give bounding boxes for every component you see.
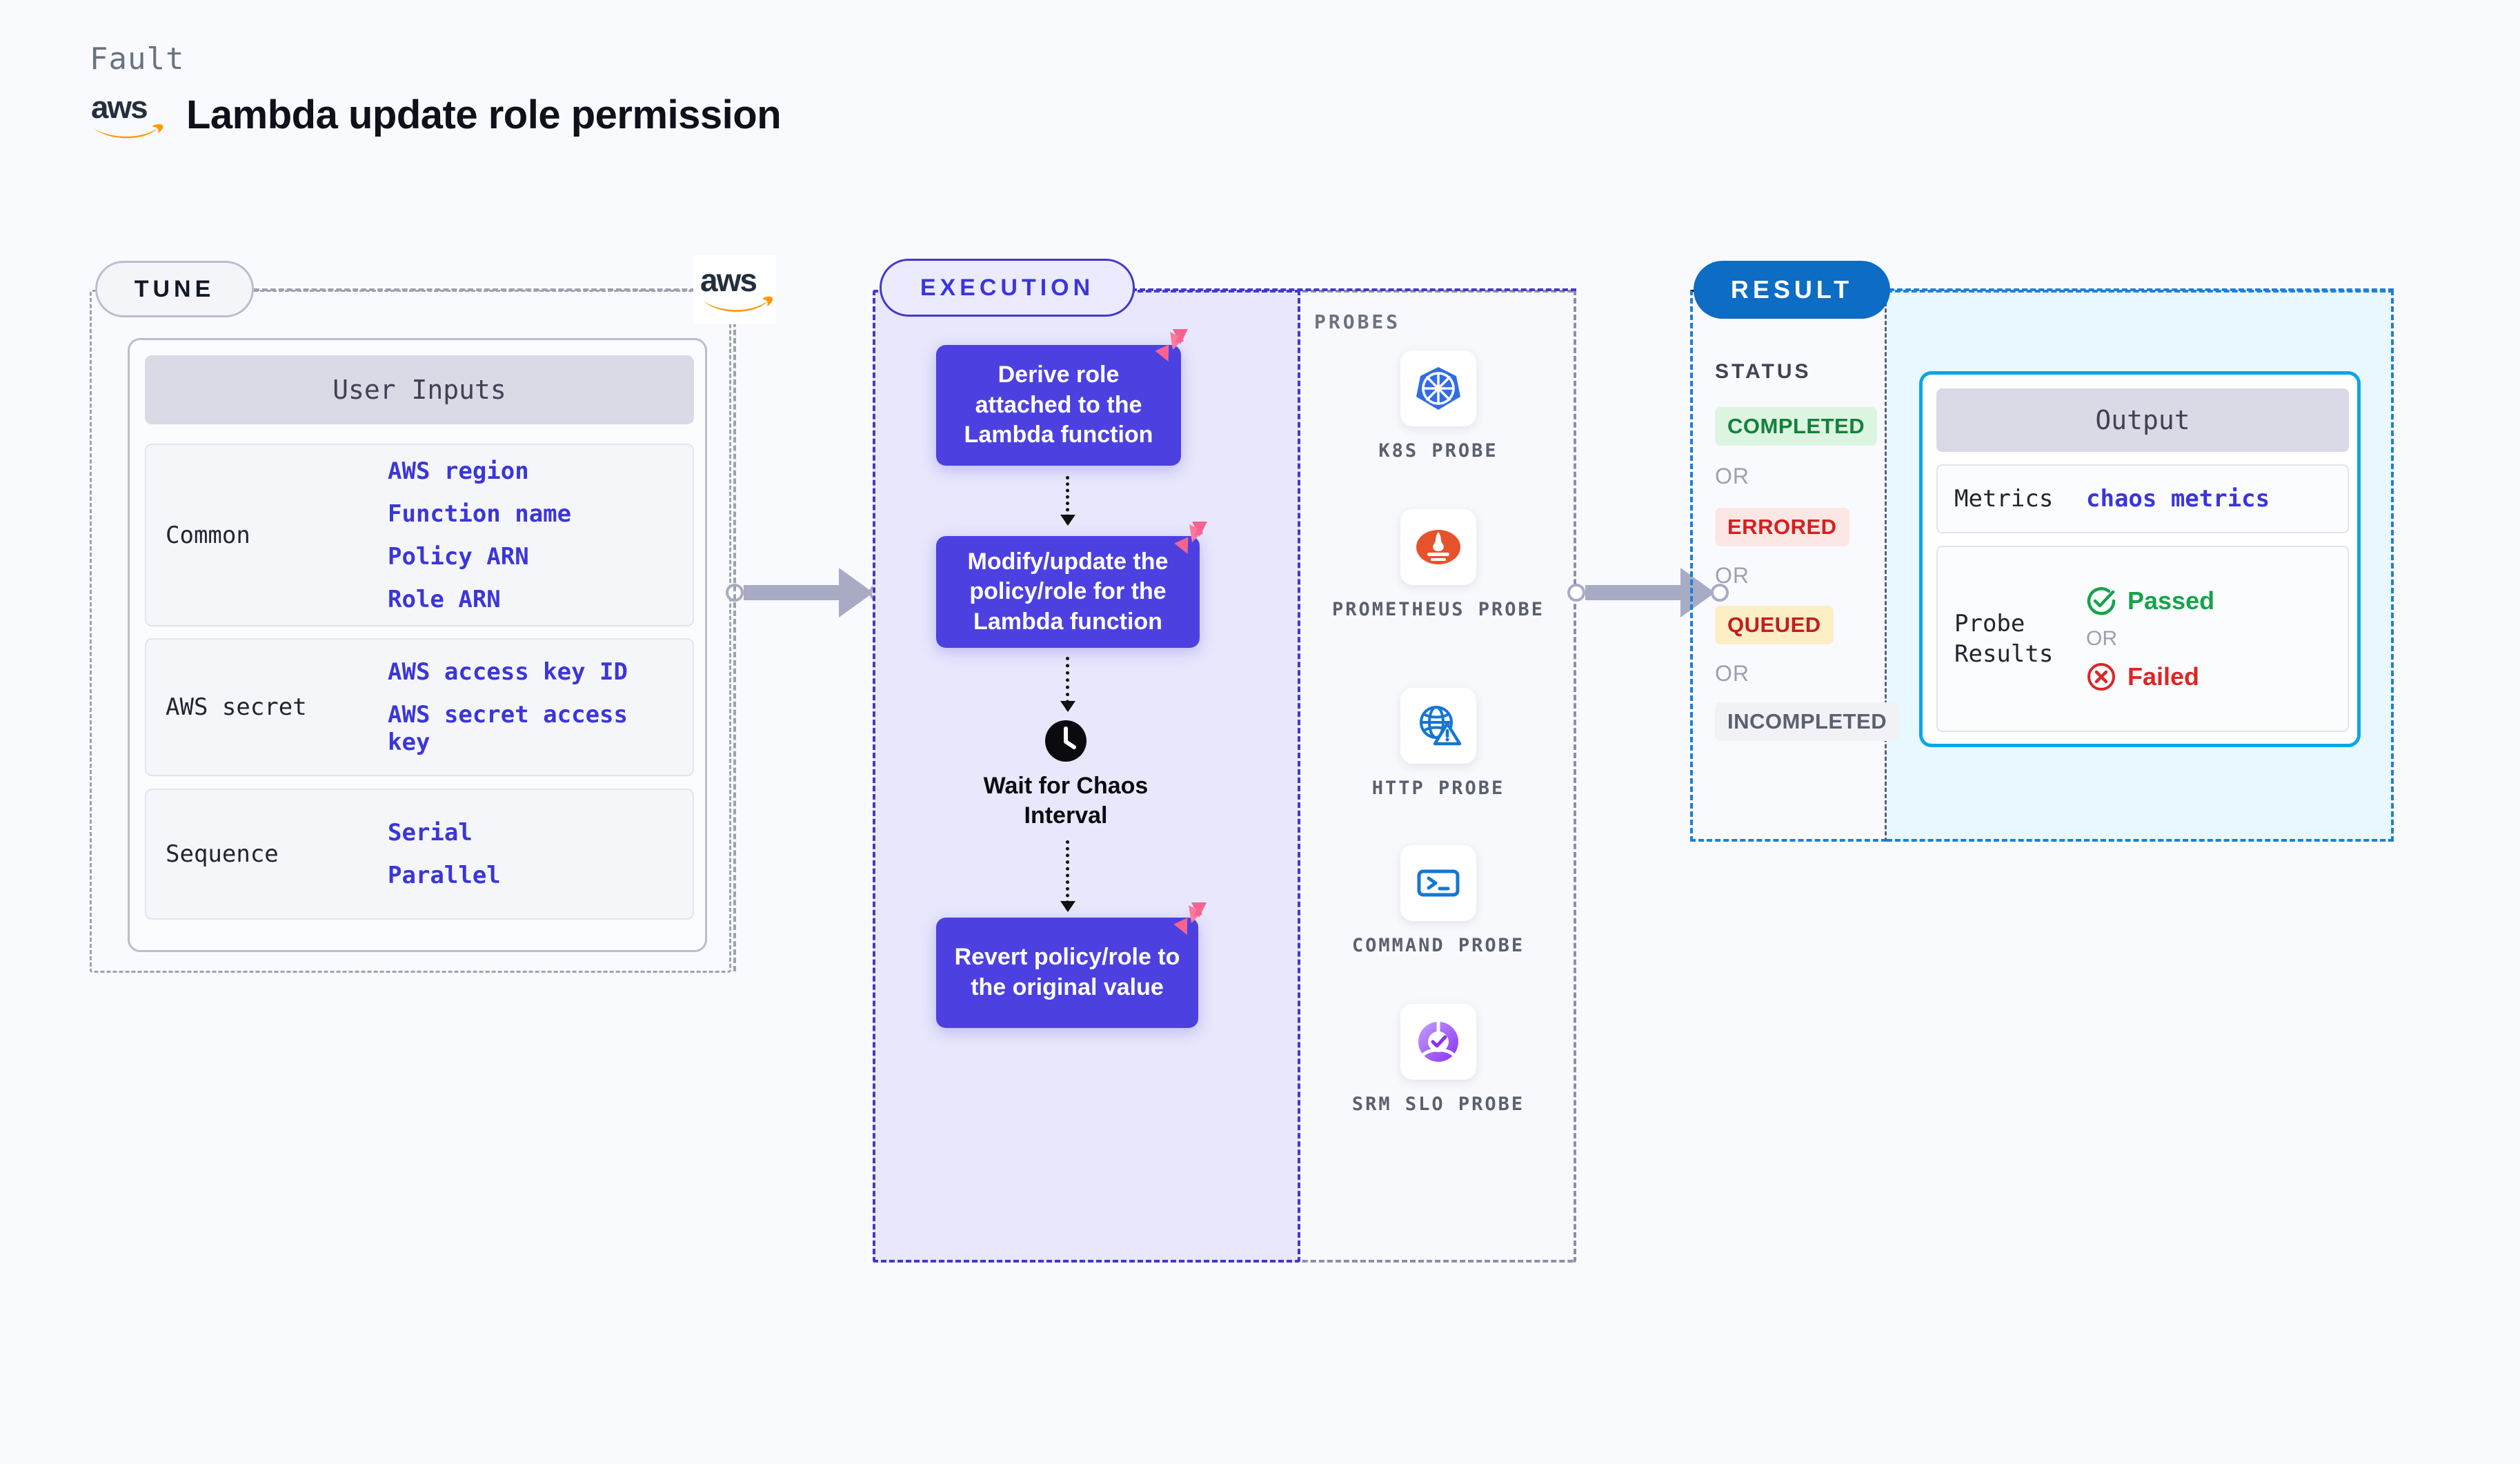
input-group-aws-secret: AWS secret AWS access key ID AWS secret … [145,638,694,776]
terminal-icon [1400,845,1476,921]
probe-result-values: Passed OR Failed [2086,586,2214,692]
flow-arrow-3 [1060,840,1075,912]
output-title: Output [1936,388,2349,452]
probe-result-failed: Failed [2086,662,2214,692]
status-badge-errored: ERRORED [1715,508,1849,546]
output-row-label: Probe Results [1954,609,2054,668]
input-value[interactable]: AWS region [388,457,529,485]
input-value[interactable]: Policy ARN [388,542,529,571]
probes-panel [1300,290,1576,1263]
input-value[interactable]: AWS secret access key [388,701,628,756]
input-group-common: Common AWS region Function name Policy A… [145,444,694,626]
connector-execution-to-result [1567,568,1729,617]
probe-http[interactable]: HTTP PROBE [1300,688,1576,801]
probe-result-passed: Passed [2086,586,2214,616]
kubernetes-icon [1400,350,1476,426]
srm-slo-icon [1400,1004,1476,1080]
input-group-values: AWS access key ID AWS secret access key [388,640,636,774]
prometheus-icon [1400,509,1476,585]
probe-prometheus[interactable]: PROMETHEUS PROBE [1300,509,1576,622]
tune-top-divider [254,288,737,291]
input-group-values: AWS region Function name Policy ARN Role… [388,439,571,631]
check-circle-icon [2087,587,2116,615]
aws-logo-icon: aws [90,89,166,141]
clock-icon [1045,720,1087,762]
input-group-label: Sequence [166,840,279,868]
execution-step-3[interactable]: Revert policy/role to the original value [936,918,1198,1028]
svg-text:aws: aws [91,90,147,125]
probe-label: PROMETHEUS PROBE [1331,599,1545,620]
status-badge-incompleted: INCOMPLETED [1715,702,1900,741]
fault-kicker: Fault [90,41,185,77]
http-globe-warning-icon [1400,688,1476,764]
input-value[interactable]: AWS access key ID [388,658,628,686]
failed-label: Failed [2127,662,2200,691]
input-value[interactable]: Parallel [388,862,501,889]
svg-text:aws: aws [700,262,756,298]
page-title: Lambda update role permission [186,92,782,137]
litmus-chaos-icon [1171,519,1213,557]
flow-arrow-1 [1060,476,1075,526]
probe-label: SRM SLO PROBE [1351,1094,1525,1115]
or-separator: OR [1715,464,1749,488]
flow-arrow-2 [1060,657,1075,712]
result-top-divider [1889,288,2394,291]
tune-right-divider [733,288,736,971]
connector-arrowhead [839,568,873,617]
execution-top-divider [1131,288,1576,291]
user-inputs-card: User Inputs Common AWS region Function n… [128,338,707,952]
input-group-label: Common [166,521,250,549]
litmus-chaos-icon [1171,900,1212,938]
connector-end-dot [1711,584,1729,602]
or-separator: OR [1715,563,1749,588]
output-row-label: Metrics [1954,484,2054,513]
input-group-values: Serial Parallel [388,801,501,907]
passed-label: Passed [2127,586,2215,615]
output-row-value[interactable]: chaos metrics [2086,485,2270,513]
status-badge-completed: COMPLETED [1715,407,1878,446]
output-row-metrics: Metrics chaos metrics [1936,464,2349,533]
x-circle-icon [2087,663,2115,691]
aws-logo-icon-tune: aws [693,255,776,324]
probe-label: K8S PROBE [1378,440,1498,462]
probe-command[interactable]: COMMAND PROBE [1300,845,1576,958]
probe-label: COMMAND PROBE [1351,935,1525,956]
status-title: STATUS [1715,360,1812,383]
output-card: Output Metrics chaos metrics Probe Resul… [1919,371,2361,747]
execution-badge[interactable]: EXECUTION [880,259,1135,317]
user-inputs-title: User Inputs [145,355,694,424]
connector-start-dot [1567,584,1585,602]
tune-badge[interactable]: TUNE [95,261,254,317]
input-group-label: AWS secret [166,693,307,721]
probe-k8s[interactable]: K8S PROBE [1300,350,1576,464]
connector-arrowhead [1680,568,1715,617]
input-value[interactable]: Role ARN [388,585,501,613]
probe-label: HTTP PROBE [1371,778,1505,799]
probe-srm-slo[interactable]: SRM SLO PROBE [1300,1004,1576,1117]
connector-line [744,585,840,600]
execution-step-2[interactable]: Modify/update the policy/role for the La… [936,536,1200,648]
litmus-chaos-icon [1152,326,1193,364]
connector-tune-to-execution [726,568,887,617]
page-header: Fault aws Lambda update role permission [90,41,782,141]
wait-for-chaos-interval: Wait for Chaos Interval [952,719,1180,830]
execution-step-1[interactable]: Derive role attached to the Lambda funct… [936,345,1181,466]
input-value[interactable]: Serial [388,819,473,847]
connector-line [1585,585,1682,600]
input-group-sequence: Sequence Serial Parallel [145,789,694,920]
input-value[interactable]: Function name [388,499,572,528]
or-separator: OR [1715,661,1749,686]
probes-title: PROBES [1314,310,1401,333]
status-badge-queued: QUEUED [1715,606,1834,644]
wait-label: Wait for Chaos Interval [983,773,1149,829]
output-row-probe-results: Probe Results Passed OR Failed [1936,546,2349,732]
result-badge[interactable]: RESULT [1694,261,1890,319]
or-separator: OR [2086,627,2117,650]
